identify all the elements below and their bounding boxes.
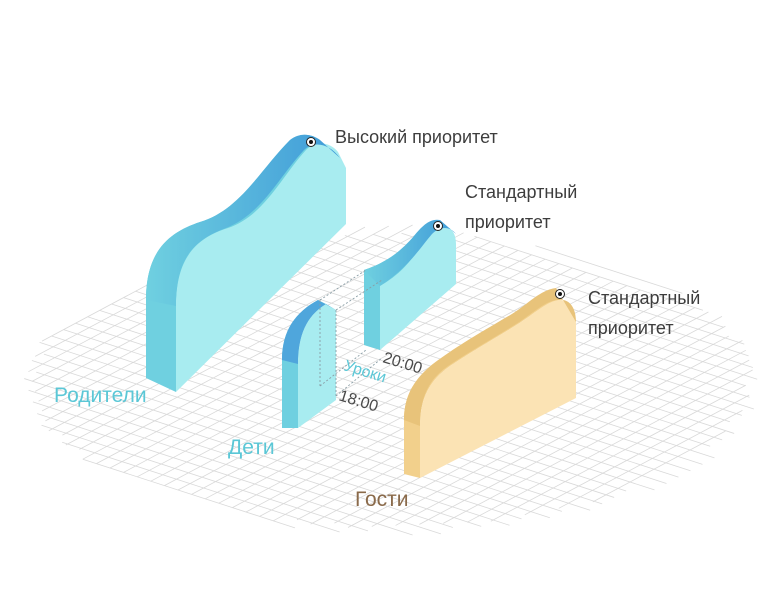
guests-block-front [420,300,576,478]
grid-line [39,342,562,512]
grid-line [429,231,724,328]
grid-line [37,413,413,536]
guests-priority-label-line1: Стандартный [588,288,700,308]
grid-line [535,245,683,294]
grid-line [419,349,746,525]
parents-priority-label: Высокий приоритет [335,127,498,147]
kids-row-label: Дети [228,436,275,459]
guests-block-side [404,290,560,478]
guests-priority-label-line2: приоритет [588,318,674,338]
grid-line [207,252,730,423]
lessons-gap-outline [319,269,383,397]
kids-priority-label-line1: Стандартный [465,182,577,202]
kids-block [282,219,456,428]
grid-line [524,394,750,516]
grid-line [347,325,726,528]
parents-block [146,134,346,392]
priority-markers [306,137,565,299]
grid-line [592,430,726,503]
lessons-start-time: 18:00 [337,388,380,416]
grid-line [371,335,729,527]
grid-line [51,335,591,511]
kids-block-left-front [298,304,336,428]
grid-line [43,353,550,519]
grid-line [474,235,704,311]
grid-line [82,458,296,529]
grid-line [558,410,743,509]
lessons-end-time: 20:00 [381,350,424,378]
grid-line [490,384,746,522]
guests-row-label: Гости [355,488,409,511]
grid-line [36,371,510,526]
grid-line [62,441,340,533]
grid-line [395,340,743,526]
grid-line [28,389,454,528]
kids-block-right-top [364,219,456,286]
parents-block-top [146,134,340,306]
kids-block-left-top [282,300,336,364]
kids-priority-label-line2: приоритет [465,212,551,232]
grid-line [32,401,442,535]
guests-block [404,288,576,478]
grid-line [443,359,750,524]
parents-row-label: Родители [54,384,147,407]
grid-line [24,378,482,527]
grid-line [401,232,745,345]
parents-block-front [176,143,346,392]
grid-line [41,424,369,532]
grid-line [466,369,753,523]
kids-block-right-front [380,226,456,350]
grid-line [31,360,522,520]
